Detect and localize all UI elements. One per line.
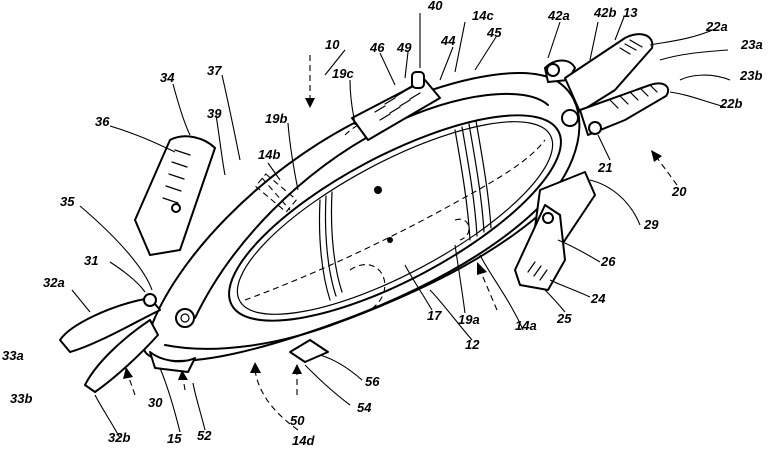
label-24: 24 (590, 291, 606, 306)
slider-button (352, 72, 440, 140)
label-22b: 22b (719, 96, 742, 111)
reference-labels: 40 14c 42a 42b 13 22a 23a 23b 22b 10 46 … (2, 0, 763, 448)
label-31: 31 (84, 253, 98, 268)
label-19c: 19c (332, 66, 354, 81)
label-23b: 23b (739, 68, 762, 83)
label-42a: 42a (547, 8, 570, 23)
label-33b: 33b (10, 391, 32, 406)
label-26: 26 (600, 254, 616, 269)
label-23a: 23a (740, 37, 763, 52)
label-20: 20 (671, 184, 687, 199)
label-46: 46 (369, 40, 385, 55)
label-14c: 14c (472, 8, 494, 23)
label-19a: 19a (458, 312, 480, 327)
label-15: 15 (167, 431, 182, 446)
label-30: 30 (148, 395, 163, 410)
label-21: 21 (597, 160, 612, 175)
label-14a: 14a (515, 318, 537, 333)
label-54: 54 (357, 400, 372, 415)
label-32a: 32a (43, 275, 65, 290)
label-25: 25 (556, 311, 572, 326)
jaw-assembly-20 (562, 34, 668, 135)
label-34: 34 (160, 70, 175, 85)
label-52: 52 (197, 428, 212, 443)
lower-right-clip (515, 172, 595, 290)
label-44: 44 (440, 33, 456, 48)
label-33a: 33a (2, 348, 24, 363)
label-17: 17 (427, 308, 442, 323)
label-56: 56 (365, 374, 380, 389)
label-12: 12 (465, 337, 480, 352)
label-10: 10 (325, 37, 340, 52)
label-35: 35 (60, 194, 75, 209)
label-36: 36 (95, 114, 110, 129)
label-19b: 19b (265, 111, 287, 126)
label-50: 50 (290, 413, 305, 428)
label-49: 49 (396, 40, 412, 55)
label-22a: 22a (705, 19, 728, 34)
label-32b: 32b (108, 430, 130, 445)
label-37: 37 (207, 63, 222, 78)
label-45: 45 (486, 25, 502, 40)
label-14b: 14b (258, 147, 280, 162)
label-14d: 14d (292, 433, 315, 448)
label-39: 39 (207, 106, 222, 121)
label-13: 13 (623, 5, 638, 20)
label-42b: 42b (593, 5, 616, 20)
label-40: 40 (427, 0, 443, 13)
bottom-feet (150, 340, 328, 372)
label-29: 29 (643, 217, 659, 232)
